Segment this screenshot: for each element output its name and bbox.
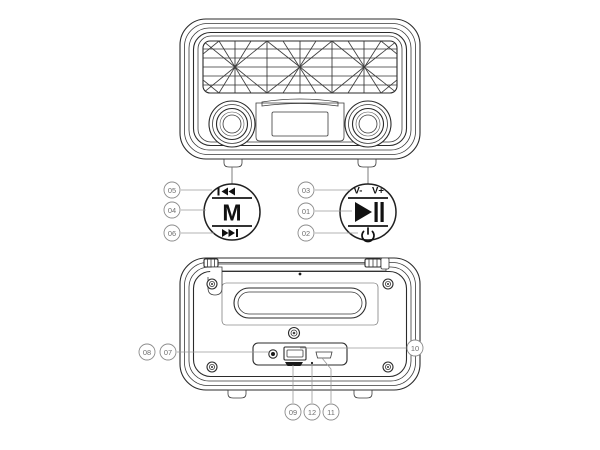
right-knob[interactable] <box>344 100 392 148</box>
callout-01-marker[interactable] <box>297 202 315 220</box>
callout-03-label: 03 <box>302 186 310 195</box>
rear-back-panel <box>192 270 408 378</box>
callout-06-label: 06 <box>168 229 176 238</box>
callout-06-marker[interactable] <box>163 224 181 242</box>
front-callouts: 05 04 06 03 01 02 <box>163 181 358 242</box>
next-track-icon[interactable] <box>222 229 238 237</box>
callout-08-label: 08 <box>143 348 151 357</box>
handle-recess-outer <box>233 287 367 319</box>
callout-10-marker[interactable] <box>406 339 424 357</box>
corner-screw-top-left <box>206 278 218 290</box>
antenna-hinge-right <box>364 257 390 270</box>
rear-shell-ring-2 <box>184 262 416 386</box>
play-pause-icon[interactable] <box>355 202 384 222</box>
sd-card-slot[interactable] <box>285 362 303 366</box>
volume-up-label[interactable]: V+ <box>372 186 384 197</box>
callout-11-label: 11 <box>327 408 335 417</box>
right-control-detail: V- V+ <box>339 183 397 243</box>
callout-04-label: 04 <box>168 206 176 215</box>
speaker-grille-pattern <box>203 41 397 93</box>
handle-recess-inner <box>237 291 363 315</box>
lcd-screen <box>271 111 329 137</box>
front-foot-left <box>223 158 243 168</box>
callout-09-marker[interactable] <box>284 403 302 421</box>
indicator-led <box>310 361 314 365</box>
callout-05-marker[interactable] <box>163 181 181 199</box>
center-screw <box>287 326 301 340</box>
callout-10-label: 10 <box>411 344 419 353</box>
aux-input-jack[interactable] <box>268 349 278 359</box>
front-shell-ring-2 <box>184 23 416 155</box>
callout-07-marker[interactable] <box>159 343 177 361</box>
usb-a-port[interactable] <box>283 346 307 361</box>
callout-12-marker[interactable] <box>303 403 321 421</box>
callout-03-marker[interactable] <box>297 181 315 199</box>
rear-top-vent-hole <box>298 272 302 276</box>
connector-panel <box>252 342 348 366</box>
handle-recess-plate <box>221 282 379 326</box>
callout-04-marker[interactable] <box>163 201 181 219</box>
front-view <box>179 18 421 168</box>
callout-02-marker[interactable] <box>297 224 315 242</box>
rear-foot-right <box>353 389 373 399</box>
left-knob[interactable] <box>208 100 256 148</box>
front-shell-ring-4 <box>192 31 408 147</box>
callout-05-label: 05 <box>168 186 176 195</box>
corner-screw-top-right <box>382 278 394 290</box>
mode-button-label[interactable]: M <box>222 200 241 226</box>
rear-callouts: 08 07 10 09 12 11 <box>138 339 424 421</box>
micro-usb-port[interactable] <box>315 351 333 359</box>
rear-foot-left <box>227 389 247 399</box>
callout-11-marker[interactable] <box>322 403 340 421</box>
corner-screw-bottom-right <box>382 361 394 373</box>
power-icon[interactable] <box>361 227 375 243</box>
display-module <box>255 102 345 142</box>
rear-top-edge <box>213 263 387 272</box>
left-control-detail: M <box>203 183 261 241</box>
front-shell-outer <box>179 18 421 160</box>
callout-07-label: 07 <box>164 348 172 357</box>
callout-12-label: 12 <box>308 408 316 417</box>
display-hood-bar <box>261 98 339 107</box>
callout-01-label: 01 <box>302 207 310 216</box>
callout-02-label: 02 <box>302 229 310 238</box>
callout-09-label: 09 <box>289 408 297 417</box>
previous-track-icon[interactable] <box>217 187 236 196</box>
corner-screw-bottom-left <box>206 361 218 373</box>
front-foot-right <box>357 158 377 168</box>
front-shell-ring-3 <box>188 27 412 151</box>
callout-08-marker[interactable] <box>138 343 156 361</box>
rear-shell-outer <box>179 257 421 391</box>
volume-down-label[interactable]: V- <box>354 186 363 197</box>
